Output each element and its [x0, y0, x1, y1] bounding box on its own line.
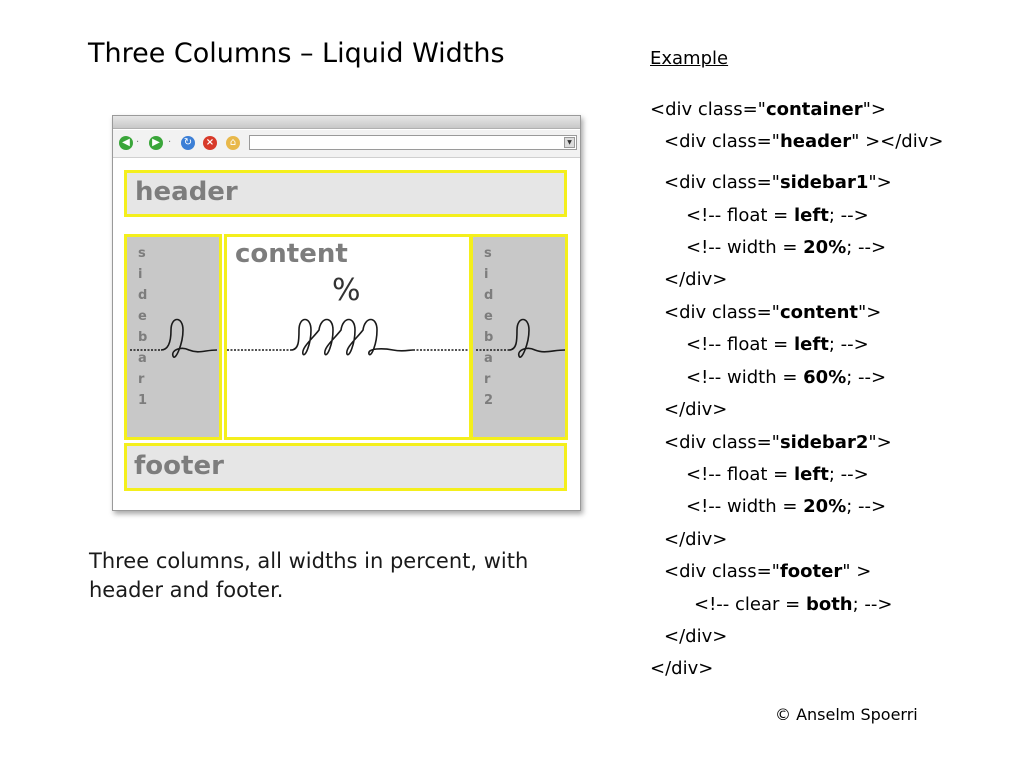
code-line: </div>: [664, 626, 728, 647]
code-line: </div>: [664, 399, 728, 420]
sidebar2-label: sidebar2: [484, 246, 494, 408]
content-label: content: [235, 239, 348, 269]
code-line: </div>: [650, 658, 714, 679]
browser-mockup: ◀ · ▶ · ↻ × ⌂ ▼ header sidebar1 content …: [112, 115, 581, 511]
code-line: <!-- width = 20%; -->: [686, 237, 887, 258]
code-line: <!-- width = 60%; -->: [686, 367, 887, 388]
code-line: </div>: [664, 529, 728, 550]
dropdown-dot-icon: ·: [136, 137, 140, 148]
footer-label: footer: [134, 451, 224, 481]
percent-label: %: [332, 273, 361, 308]
forward-arrow-icon: ▶: [149, 136, 163, 150]
code-line: <div class="content">: [664, 302, 882, 323]
code-line: <div class="header" ></div>: [664, 131, 944, 152]
browser-toolbar: ◀ · ▶ · ↻ × ⌂ ▼: [113, 130, 580, 158]
home-icon: ⌂: [226, 136, 240, 150]
slide-title: Three Columns – Liquid Widths: [88, 38, 505, 69]
code-line: <!-- clear = both; -->: [694, 594, 893, 615]
header-label: header: [135, 177, 238, 207]
code-line: <div class="container">: [650, 99, 886, 120]
address-bar: ▼: [249, 135, 577, 150]
sidebar2-region: sidebar2: [470, 234, 568, 440]
dropdown-dot-icon: ·: [168, 137, 172, 148]
header-region: header: [124, 170, 567, 217]
copyright: © Anselm Spoerri: [775, 705, 918, 724]
refresh-icon: ↻: [181, 136, 195, 150]
code-line: <div class="footer" >: [664, 561, 872, 582]
code-line: <!-- float = left; -->: [686, 464, 869, 485]
code-line: </div>: [664, 269, 728, 290]
code-line: <div class="sidebar2">: [664, 432, 892, 453]
stop-icon: ×: [203, 136, 217, 150]
browser-title-bar: [113, 116, 580, 129]
caption: Three columns, all widths in percent, wi…: [89, 549, 529, 602]
sidebar1-region: sidebar1: [124, 234, 222, 440]
code-line: <!-- float = left; -->: [686, 205, 869, 226]
code-line: <div class="sidebar1">: [664, 172, 892, 193]
code-line: <!-- float = left; -->: [686, 334, 869, 355]
example-title: Example: [650, 48, 729, 69]
code-line: <!-- width = 20%; -->: [686, 496, 887, 517]
sidebar1-label: sidebar1: [138, 246, 148, 408]
footer-region: footer: [124, 443, 567, 491]
chevron-down-icon: ▼: [564, 137, 575, 148]
content-region: content %: [224, 234, 472, 440]
back-arrow-icon: ◀: [119, 136, 133, 150]
